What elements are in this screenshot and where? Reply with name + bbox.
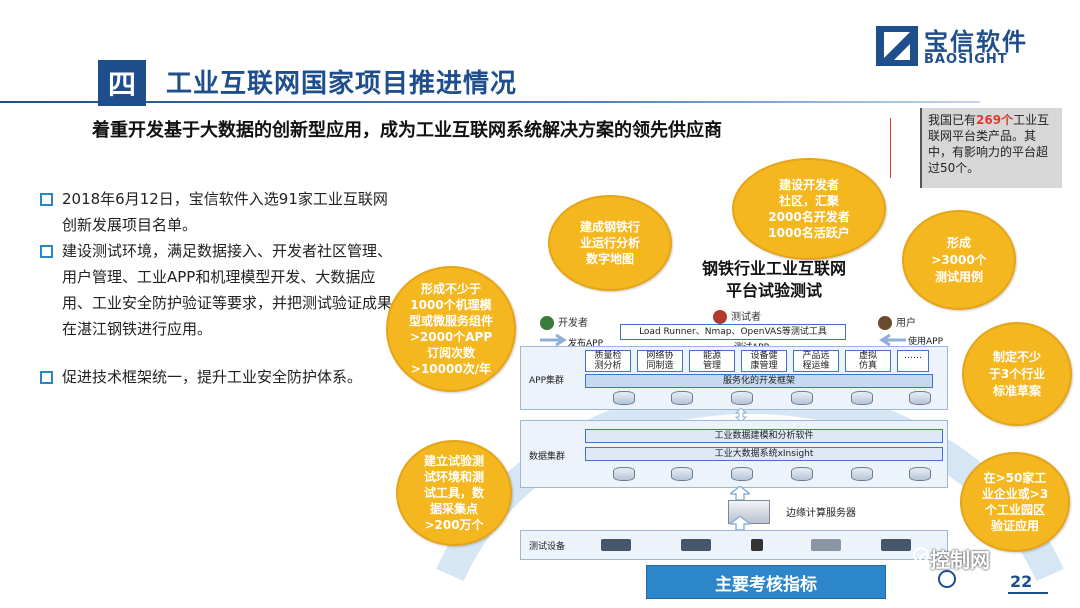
page-number-rule [1008,592,1048,594]
test-devices-label: 测试设备 [529,542,566,552]
device-icon [601,539,631,551]
app-item: 设备健 康管理 [741,350,787,372]
app-item: 虚拟 仿真 [845,350,891,372]
database-icon [613,467,635,481]
list-item: 建设测试环境，满足数据接入、开发者社区管理、用户管理、工业APP和机理模型开发、… [40,238,400,342]
app-cluster-label: APP集群 [529,376,565,386]
database-icon [851,391,873,405]
bullet-text: 促进技术框架统一，提升工业安全防护体系。 [62,368,363,386]
page-circle-icon [938,570,956,588]
title-divider [0,101,980,103]
bullet-square-icon [40,193,53,206]
wechat-icon [913,547,933,567]
database-icon [909,391,931,405]
device-icon [681,539,711,551]
bullet-square-icon [40,371,53,384]
arrow-right-icon [540,334,567,346]
developer-icon [540,316,554,330]
user-icon [878,316,892,330]
list-item: 促进技术框架统一，提升工业安全防护体系。 [40,364,400,390]
use-app-label: 使用APP [908,337,944,347]
logo-text-cn: 宝信软件 [924,28,1028,56]
developer-role: 开发者 [540,314,588,330]
publish-app-label: 发布APP [568,339,604,349]
metric-bubble-developers: 建设开发者 社区，汇聚 2000名开发者 1000名活跃户 [732,158,886,260]
app-list: 质量检 测分析 网络协 同制造 能源 管理 设备健 康管理 产品远 程运维 虚拟… [585,350,929,372]
page-subtitle: 着重开发基于大数据的创新型应用，成为工业互联网系统解决方案的领先供应商 [92,120,722,141]
callout-pointer [890,118,891,178]
test-devices: 测试设备 [520,530,948,560]
edge-server-label: 边缘计算服务器 [786,508,856,519]
watermark: 控制网 [930,548,990,572]
baosight-logo-icon [876,26,918,66]
metric-bubble-map: 建成钢铁行 业运行分析 数字地图 [548,195,672,291]
up-arrow-icon [730,486,750,500]
bullet-list: 2018年6月12日，宝信软件入选91家工业互联网创新发展项目名单。 建设测试环… [40,186,400,390]
kpi-banner: 主要考核指标 [646,565,886,599]
up-arrow-icon [730,516,750,530]
device-icon [881,539,911,551]
metric-bubble-standards: 制定不少 于3个行业 标准草案 [962,322,1072,426]
tester-icon [713,310,727,324]
app-item: 能源 管理 [689,350,735,372]
database-icon [791,467,813,481]
logo-text-en: BAOSIGHT [924,52,1008,67]
modeling-software-bar: 工业数据建模和分析软件 [585,429,943,443]
database-icon [909,467,931,481]
database-icon [731,391,753,405]
app-item: 产品远 程运维 [793,350,839,372]
test-tools-box: Load Runner、Nmap、OpenVAS等测试工具 [620,324,846,340]
metric-bubble-validation: 在>50家工 业企业或>3 个工业园区 验证应用 [960,452,1070,552]
callout-text-prefix: 我国已有 [928,113,977,127]
callout-highlight: 269个 [976,113,1014,127]
app-item: 质量检 测分析 [585,350,631,372]
app-item: 网络协 同制造 [637,350,683,372]
diagram-title: 钢铁行业工业互联网 平台试验测试 [701,259,846,300]
app-cluster: APP集群 质量检 测分析 网络协 同制造 能源 管理 设备健 康管理 产品远 … [520,346,948,410]
page-number: 22 [1010,572,1033,591]
service-framework-bar: 服务化的开发框架 [585,374,933,388]
page-title: 工业互联网国家项目推进情况 [166,69,518,99]
list-item: 2018年6月12日，宝信软件入选91家工业互联网创新发展项目名单。 [40,186,400,238]
database-icon [671,467,693,481]
app-item: …… [897,350,929,372]
fan-device-icon [751,539,763,551]
device-icon [811,539,841,551]
data-cluster-label: 数据集群 [529,452,566,462]
database-icon [851,467,873,481]
metric-bubble-testcases: 形成 >3000个 测试用例 [902,210,1016,310]
user-role: 用户 [878,314,916,330]
bigdata-system-bar: 工业大数据系统xInsight [585,447,943,461]
tester-role: 测试者 [713,308,761,324]
metric-bubble-environment: 建立试验测 试环境和测 试工具，数 据采集点 >200万个 [396,440,512,546]
data-cluster: 数据集群 工业数据建模和分析软件 工业大数据系统xInsight [520,420,948,488]
bullet-text: 建设测试环境，满足数据接入、开发者社区管理、用户管理、工业APP和机理模型开发、… [62,242,393,338]
database-icon [791,391,813,405]
database-icon [731,467,753,481]
metric-bubble-models: 形成不少于 1000个机理模 型或微服务组件 >2000个APP 订阅次数 >1… [386,266,516,392]
section-number: 四 [98,60,146,106]
arrow-left-icon [879,334,906,346]
bullet-square-icon [40,245,53,258]
company-logo: 宝信软件 BAOSIGHT [876,22,1046,74]
bullet-text: 2018年6月12日，宝信软件入选91家工业互联网创新发展项目名单。 [62,190,388,234]
database-icon [671,391,693,405]
callout-note: 我国已有269个工业互联网平台类产品。其中，有影响力的平台超过50个。 [920,108,1062,188]
bidirectional-arrow-icon [734,408,748,422]
callout-text-suffix: 工业互联网平台类产品。其中，有影响力的平台超过50个。 [928,113,1050,175]
database-icon [613,391,635,405]
